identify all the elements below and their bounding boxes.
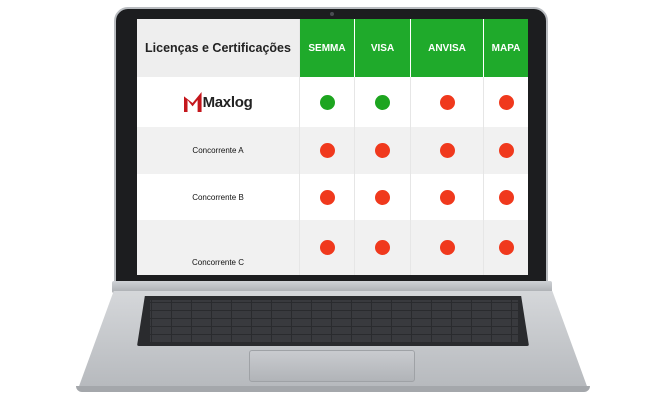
status-cell — [355, 127, 411, 174]
laptop-lid: Licenças e Certificações SEMMA VISA ANVI… — [114, 7, 548, 287]
red-circle-icon — [319, 240, 335, 255]
laptop-trackpad — [249, 350, 415, 382]
status-cell — [411, 220, 484, 275]
row-label-maxlog: Maxlog — [137, 77, 300, 127]
status-cell — [300, 174, 355, 220]
column-header: ANVISA — [411, 19, 484, 77]
red-circle-icon — [319, 189, 335, 205]
status-cell — [300, 220, 355, 275]
red-circle-icon — [375, 143, 390, 158]
maxlog-logo: Maxlog — [183, 92, 253, 112]
table-title: Licenças e Certificações — [137, 19, 300, 77]
maxlog-logo-mark-icon — [183, 92, 202, 112]
green-circle-icon — [375, 94, 390, 110]
laptop-hinge — [112, 281, 552, 293]
status-cell — [484, 77, 528, 127]
column-header: VISA — [355, 19, 411, 77]
status-cell — [411, 127, 484, 174]
laptop-front-edge — [76, 386, 590, 392]
red-circle-icon — [498, 94, 514, 110]
column-header: SEMMA — [300, 19, 355, 77]
status-cell — [355, 220, 411, 275]
row-label: Concorrente C — [137, 220, 300, 275]
status-cell — [355, 174, 411, 220]
red-circle-icon — [498, 189, 514, 205]
keyboard-keys — [150, 300, 518, 342]
red-circle-icon — [439, 240, 455, 255]
status-cell — [484, 174, 528, 220]
green-circle-icon — [319, 94, 335, 110]
red-circle-icon — [439, 143, 455, 158]
red-circle-icon — [319, 143, 335, 158]
status-cell — [411, 77, 484, 127]
row-label: Concorrente B — [137, 174, 300, 220]
red-circle-icon — [498, 143, 514, 158]
status-cell — [355, 77, 411, 127]
status-cell — [300, 127, 355, 174]
comparison-table: Licenças e Certificações SEMMA VISA ANVI… — [137, 19, 528, 275]
camera-icon — [330, 12, 334, 16]
red-circle-icon — [439, 94, 455, 110]
red-circle-icon — [498, 240, 514, 255]
red-circle-icon — [375, 189, 390, 205]
status-cell — [484, 220, 528, 275]
maxlog-logo-text: Maxlog — [202, 93, 253, 111]
status-cell — [484, 127, 528, 174]
row-label: Concorrente A — [137, 127, 300, 174]
red-circle-icon — [439, 189, 455, 205]
column-header: MAPA — [484, 19, 528, 77]
status-cell — [411, 174, 484, 220]
red-circle-icon — [375, 240, 390, 255]
status-cell — [300, 77, 355, 127]
laptop-screen: Licenças e Certificações SEMMA VISA ANVI… — [137, 19, 528, 275]
